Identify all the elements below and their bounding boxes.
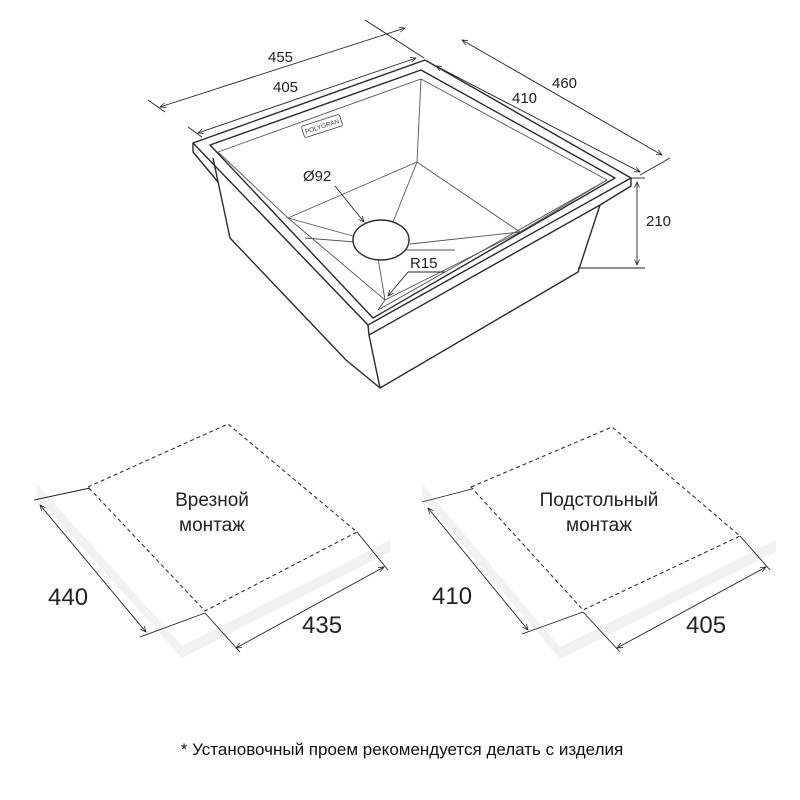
- dim-height: 210: [646, 213, 671, 230]
- sink-drawing: POLYGRAN: [192, 59, 632, 389]
- dim-drain: Ø92: [303, 168, 331, 185]
- sink-body-left-wall: [212, 157, 381, 389]
- dim-inner-width: 405: [273, 79, 298, 96]
- install-left-depth: 440: [48, 584, 88, 611]
- footnote: * Установочный проем рекомендуется делат…: [181, 740, 623, 759]
- dim-corner-radius: R15: [410, 255, 438, 272]
- cutout-outline-left: [87, 423, 358, 612]
- install-left-title-1: Врезной: [175, 490, 249, 511]
- install-cutout-under-mount: Подстольный монтаж 410 405: [421, 396, 776, 659]
- dim-outer-width: 455: [268, 49, 293, 66]
- brand-logo: POLYGRAN: [301, 114, 343, 138]
- drain-icon: [352, 219, 410, 261]
- install-cutout-top-mount: Врезной монтаж 440 435: [33, 393, 390, 658]
- install-right-title-2: монтаж: [566, 515, 632, 536]
- install-right-width: 405: [686, 612, 726, 639]
- dim-inner-depth: 410: [512, 90, 537, 107]
- sink-dimensions: 455 405 460 410 210 Ø92 R15: [147, 19, 671, 296]
- install-left-width: 435: [302, 612, 342, 639]
- install-right-title-1: Подстольный: [540, 490, 659, 511]
- sink-rim-front: [192, 143, 219, 183]
- dim-outer-depth: 460: [552, 75, 577, 92]
- install-right-depth: 410: [432, 583, 472, 610]
- sink-rim-front-right: [367, 178, 632, 336]
- sink-body-front-edge: [368, 334, 381, 389]
- install-left-title-2: монтаж: [179, 515, 245, 536]
- sink-body-right-wall: [379, 204, 601, 389]
